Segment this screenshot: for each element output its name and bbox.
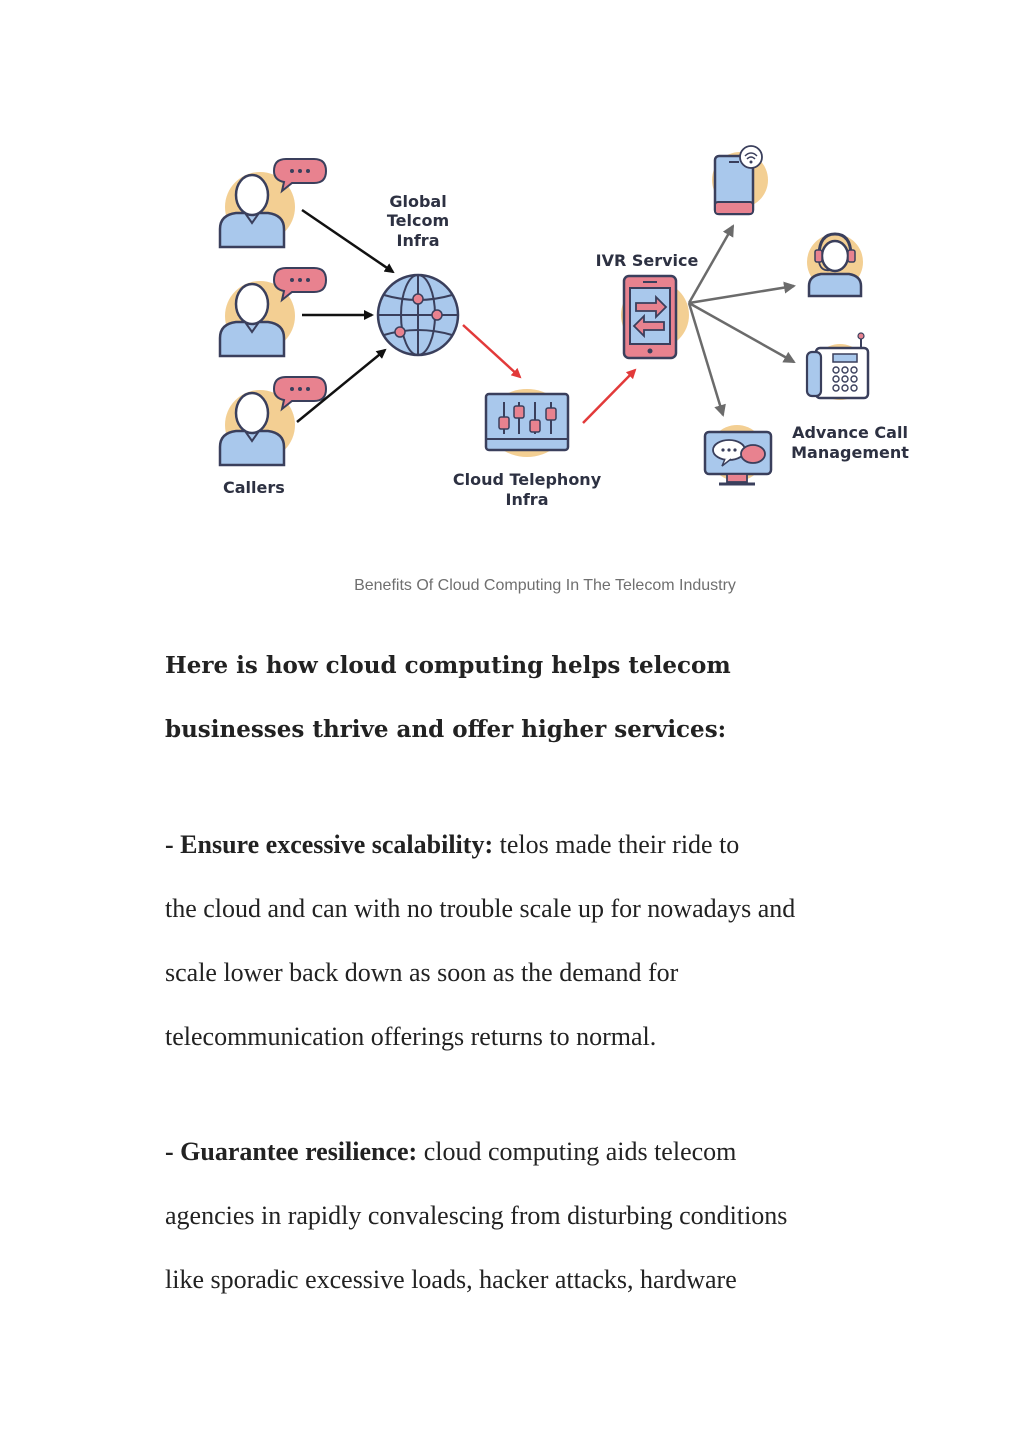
- arrow: [462, 324, 522, 379]
- cloud-telephony-label: Cloud Telephony: [453, 470, 602, 489]
- smartphone-wifi-icon: [712, 145, 768, 216]
- global-telcom-label: Global: [389, 192, 446, 211]
- paragraph-line: - Guarantee resilience: cloud computing …: [165, 1139, 925, 1165]
- ivr-phone-icon: [621, 274, 689, 360]
- desk-phone-icon: [805, 332, 870, 400]
- paragraph-line: agencies in rapidly convalescing from di…: [165, 1201, 788, 1230]
- figure-caption: Benefits Of Cloud Computing In The Telec…: [354, 577, 736, 594]
- arrow: [301, 208, 395, 274]
- global-telcom-label: Infra: [397, 231, 440, 250]
- paragraph-line: - Ensure excessive scalability: telos ma…: [165, 832, 925, 858]
- arrow: [582, 368, 637, 424]
- caller-icon: [218, 375, 328, 467]
- arrow: [296, 348, 387, 423]
- item-text: telos made their ride to: [493, 830, 740, 859]
- global-telcom-label: Telcom: [387, 211, 449, 230]
- paragraph-line: telecommunication offerings returns to n…: [165, 1022, 657, 1051]
- section-heading: businesses thrive and offer higher servi…: [165, 716, 727, 743]
- caller-icon: [218, 157, 328, 249]
- paragraph-line: like sporadic excessive loads, hacker at…: [165, 1265, 737, 1294]
- advance-call-label: Advance Call: [792, 423, 908, 442]
- caller-icon: [218, 266, 328, 358]
- agent-headset-icon: [807, 232, 863, 298]
- arrow: [688, 281, 796, 305]
- equalizer-icon: [484, 389, 570, 457]
- chat-monitor-icon: [703, 425, 773, 486]
- item-text: cloud computing aids telecom: [417, 1137, 737, 1166]
- cloud-telecom-diagram: Callers Global Telcom Infra Cloud Teleph…: [218, 145, 909, 509]
- item-title: - Ensure excessive scalability:: [165, 830, 494, 859]
- arrow: [687, 224, 735, 304]
- item-title: - Guarantee resilience:: [165, 1137, 418, 1166]
- arrow: [687, 302, 726, 417]
- advance-call-label: Management: [791, 443, 909, 462]
- paragraph-line: the cloud and can with no trouble scale …: [165, 894, 796, 923]
- paragraph-line: scale lower back down as soon as the dem…: [165, 958, 679, 987]
- globe-icon: [376, 273, 460, 357]
- arrow: [688, 301, 796, 364]
- ivr-service-label: IVR Service: [596, 251, 699, 270]
- cloud-telephony-label: Infra: [506, 490, 549, 509]
- callers-label: Callers: [223, 478, 285, 497]
- section-heading: Here is how cloud computing helps teleco…: [165, 652, 731, 679]
